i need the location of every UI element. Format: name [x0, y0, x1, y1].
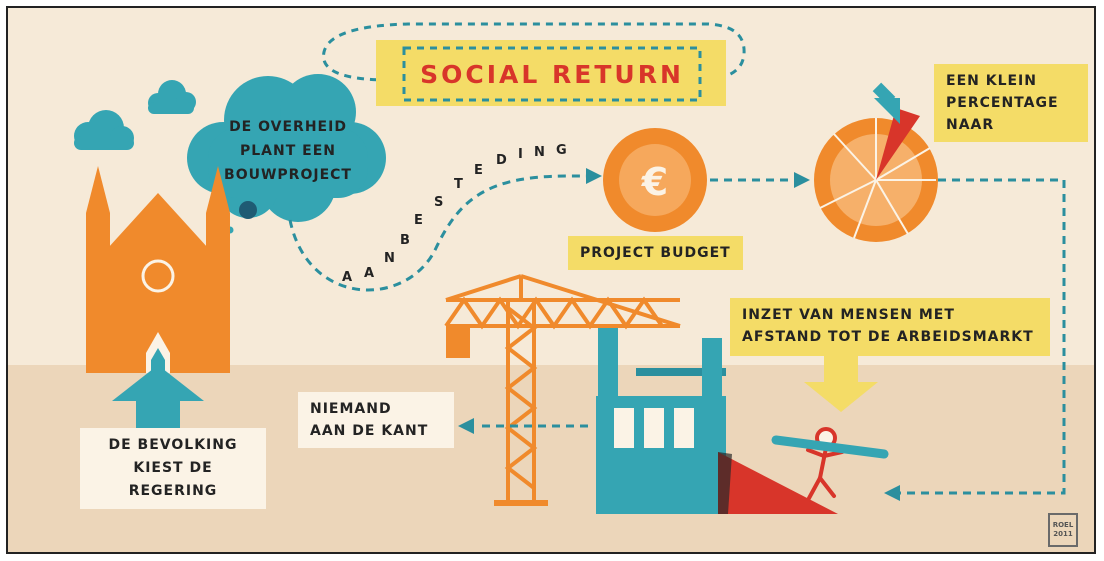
- niemand-label: NIEMAND AAN DE KANT: [298, 392, 454, 448]
- church-illustration: [86, 166, 230, 373]
- aanbesteding-path: [288, 174, 588, 292]
- crane-base: [494, 500, 548, 506]
- pie-pointer-arrow: [872, 82, 900, 124]
- title-inner-dash: [402, 46, 702, 102]
- cloud-label: DE OVERHEID PLANT EEN BOUWPROJECT: [208, 115, 368, 187]
- inzet-label: INZET VAN MENSEN MET AFSTAND TOT DE ARBE…: [730, 298, 1050, 356]
- percentage-pie: [814, 108, 938, 242]
- crane-counterweight: [446, 326, 470, 358]
- svg-text:G: G: [556, 143, 567, 158]
- sky-cloud-left: [74, 110, 134, 150]
- percentage-line: EEN KLEIN: [946, 73, 1037, 89]
- aanbesteding-text: A A N B E S T E D I N G: [342, 143, 567, 285]
- budget-label: PROJECT BUDGET: [568, 236, 743, 270]
- inzet-line: AFSTAND TOT DE ARBEIDSMARKT: [742, 329, 1034, 345]
- sky-cloud-right: [148, 80, 196, 114]
- infographic-frame: €: [6, 6, 1096, 554]
- up-arrow: [112, 365, 204, 433]
- svg-text:N: N: [534, 145, 545, 160]
- niemand-line: NIEMAND: [310, 401, 392, 417]
- page-title: SOCIAL RETURN: [420, 59, 684, 89]
- svg-text:N: N: [384, 251, 395, 266]
- inzet-line: INZET VAN MENSEN MET: [742, 307, 955, 323]
- path-arrow-to-niemand: [458, 418, 474, 434]
- cloud-line: BOUWPROJECT: [224, 167, 352, 183]
- thought-cloud: [187, 74, 386, 222]
- worker-plank: [771, 435, 889, 459]
- cloud-line: PLANT EEN: [239, 143, 336, 159]
- svg-text:A: A: [364, 266, 374, 281]
- down-arrow: [804, 356, 878, 412]
- svg-text:T: T: [454, 177, 463, 192]
- svg-text:B: B: [400, 233, 410, 248]
- infographic-art: €: [8, 22, 1094, 552]
- pie-to-worker-path: [898, 178, 1066, 495]
- niemand-line: AAN DE KANT: [310, 423, 429, 439]
- signature-line: 2011: [1053, 530, 1073, 538]
- svg-text:S: S: [434, 195, 443, 210]
- title-loop-path: [322, 22, 746, 82]
- artist-signature: ROEL 2011: [1048, 513, 1078, 547]
- path-arrow-to-worker: [884, 485, 900, 501]
- percentage-line: PERCENTAGE: [946, 95, 1059, 111]
- signature-line: ROEL: [1052, 521, 1074, 529]
- percentage-line: NAAR: [946, 117, 995, 133]
- svg-text:D: D: [496, 153, 507, 168]
- path-arrow-to-pie: [794, 172, 810, 188]
- title-box: [376, 40, 726, 106]
- euro-symbol: €: [641, 160, 668, 204]
- svg-text:E: E: [414, 213, 423, 228]
- path-arrow-to-budget: [586, 168, 602, 184]
- bevolking-label: DE BEVOLKING KIEST DE REGERING: [80, 428, 266, 509]
- ramp-shadow: [718, 452, 732, 514]
- bevolking-line: DE BEVOLKING: [108, 437, 238, 453]
- euro-coin: [603, 128, 707, 232]
- bevolking-line: KIEST DE: [133, 460, 213, 476]
- factory: [596, 328, 726, 514]
- svg-text:I: I: [518, 147, 523, 162]
- bevolking-line: REGERING: [128, 483, 218, 499]
- svg-text:E: E: [474, 163, 483, 178]
- percentage-label: EEN KLEIN PERCENTAGE NAAR: [934, 64, 1088, 142]
- crane: [444, 274, 681, 503]
- cloud-line: DE OVERHEID: [229, 119, 347, 135]
- svg-text:A: A: [342, 270, 352, 285]
